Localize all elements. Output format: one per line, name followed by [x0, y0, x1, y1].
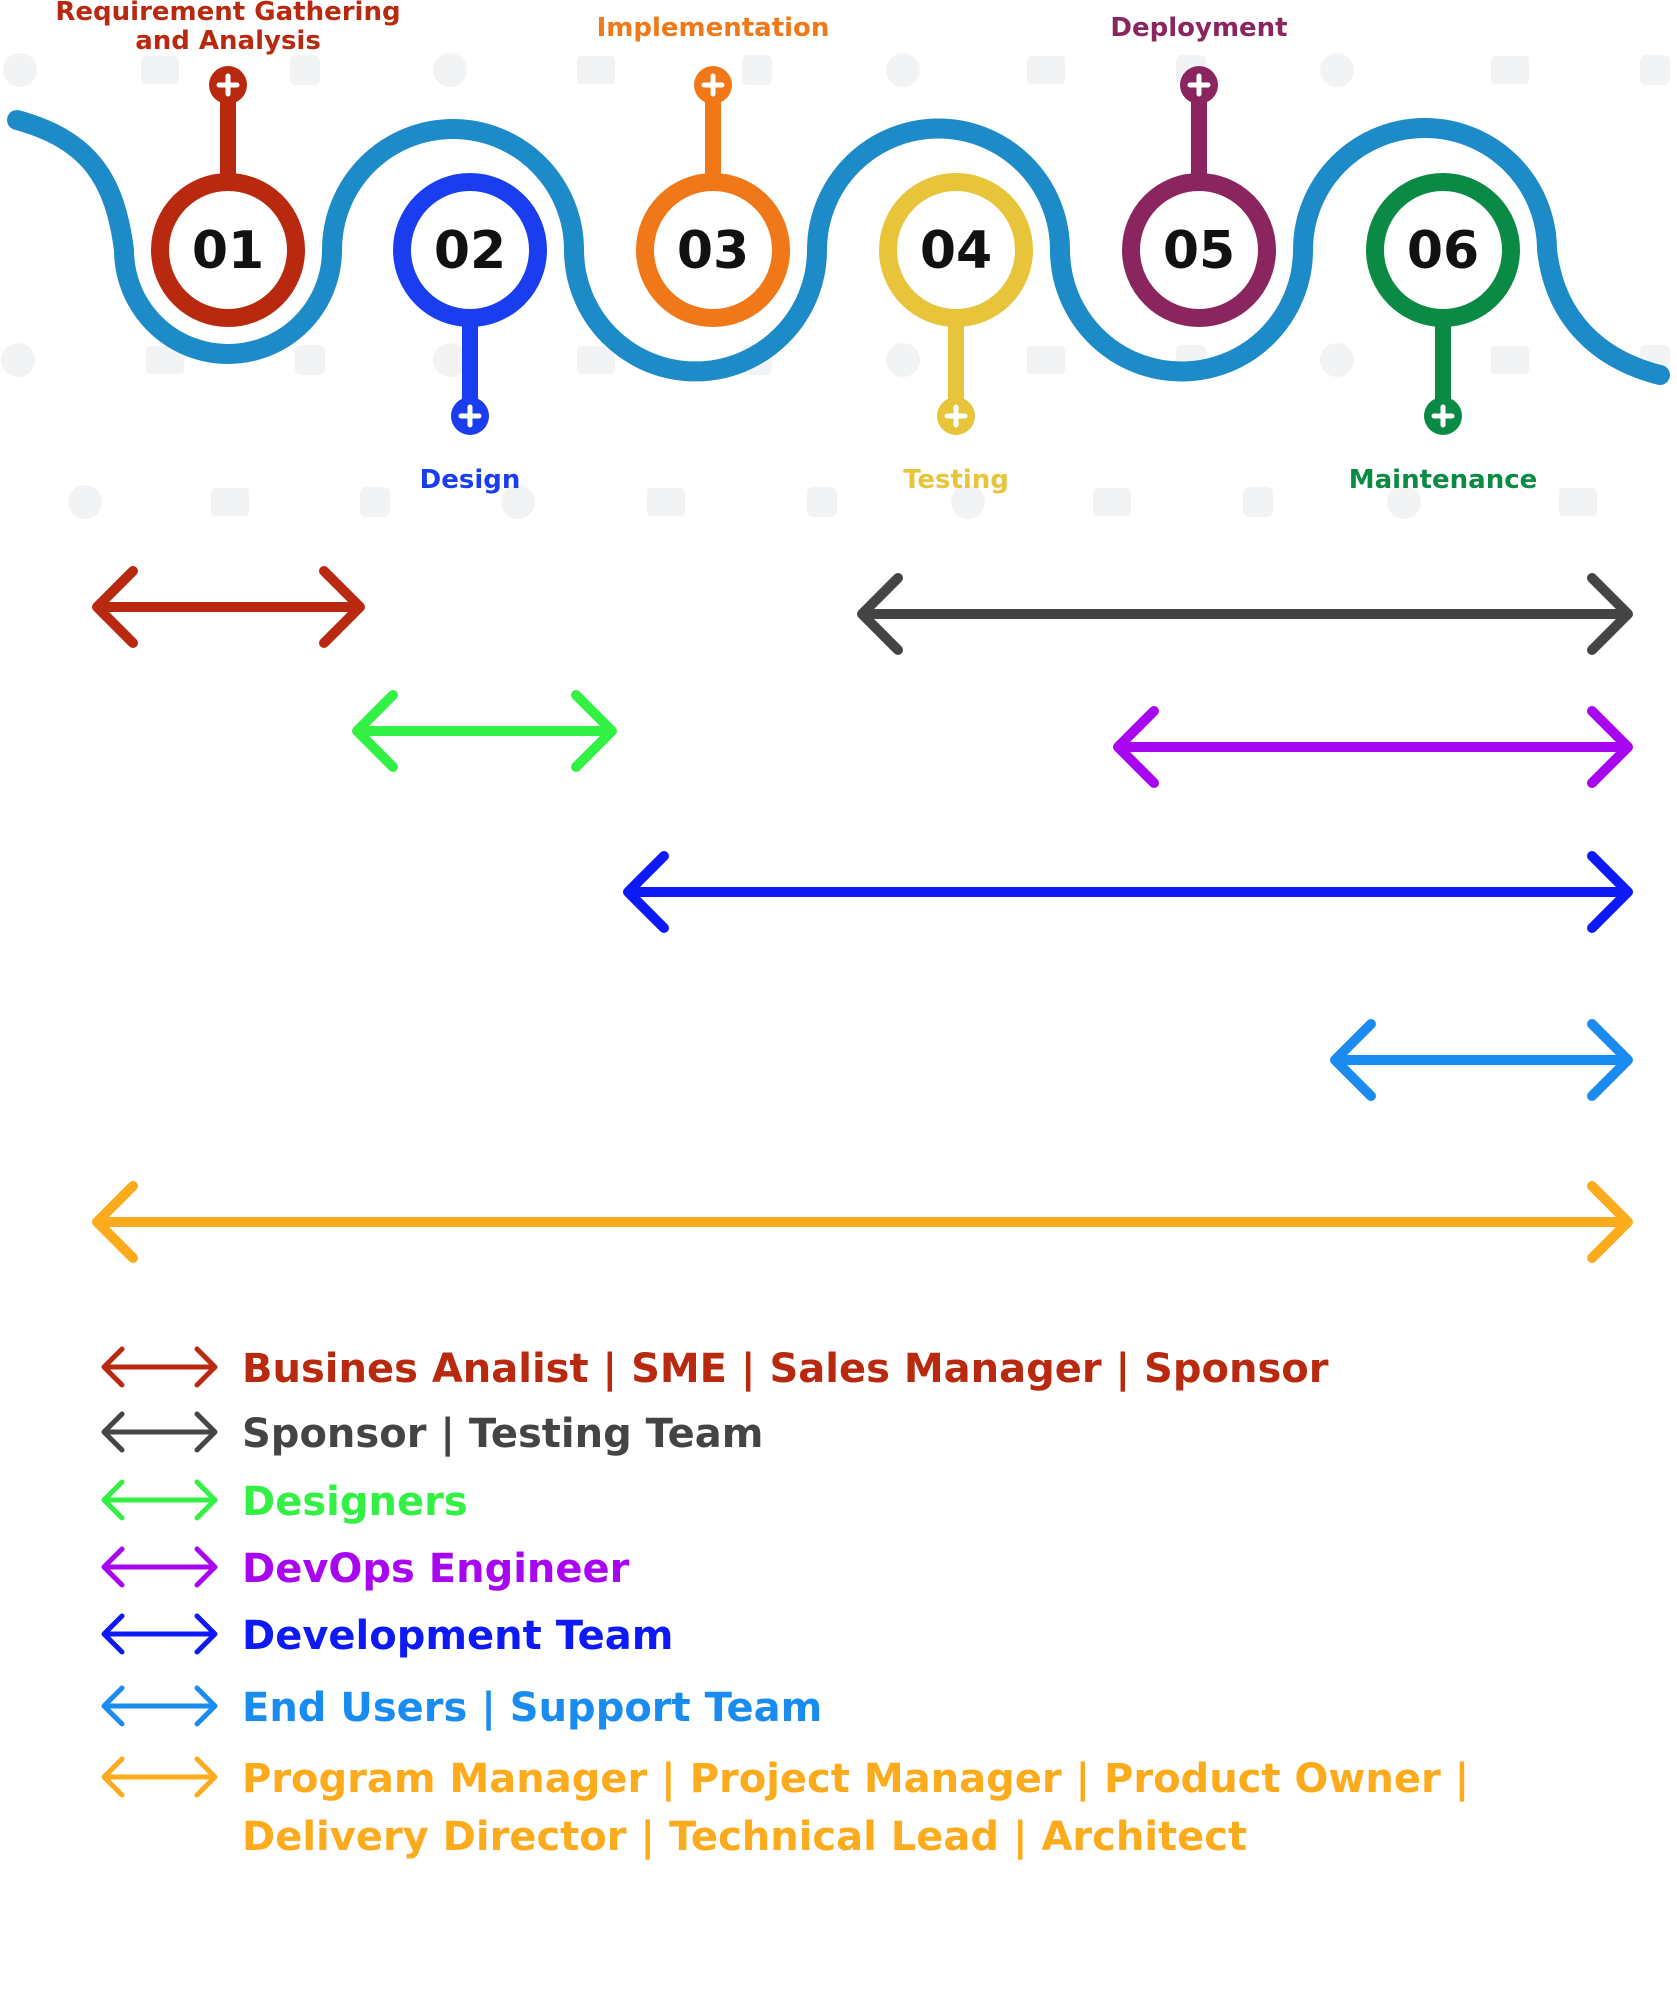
plus-icon-glyph — [1187, 73, 1211, 97]
stage-number: 04 — [920, 221, 992, 281]
stage-03: 03 Implementation — [597, 13, 830, 327]
legend-item: DevOps Engineer — [101, 1546, 630, 1592]
range-arrow — [92, 566, 365, 648]
legend-item: End Users | Support Team — [101, 1685, 822, 1732]
watermark-icon — [577, 56, 615, 84]
watermark-icon — [360, 487, 390, 517]
plus-icon-glyph — [458, 404, 482, 428]
legend-item: Development Team — [101, 1613, 673, 1659]
legend: Busines Analist | SME | Sales Manager | … — [101, 1346, 1469, 1861]
range-arrow — [1330, 1019, 1633, 1101]
watermark-icon — [886, 343, 920, 377]
watermark-icon — [1243, 487, 1273, 517]
legend-item: Sponsor | Testing Team — [101, 1411, 763, 1458]
stage-ring — [393, 173, 547, 327]
stage-label: Testing — [903, 465, 1009, 495]
legend-arrow — [101, 1756, 218, 1798]
stage-ring — [879, 173, 1033, 327]
watermark-icon — [1093, 488, 1131, 516]
plus-icon-glyph — [216, 73, 240, 97]
watermark-icon — [295, 345, 325, 375]
stage-number: 03 — [677, 221, 749, 281]
legend-label: Sponsor | Testing Team — [242, 1411, 763, 1458]
legend-label: Delivery Director | Technical Lead | Arc… — [242, 1814, 1247, 1861]
range-arrow — [92, 1181, 1633, 1263]
stage-label: Requirement Gathering — [55, 0, 400, 27]
range-arrow — [352, 690, 617, 772]
watermark-icon — [1027, 346, 1065, 374]
watermark-icon — [951, 485, 985, 519]
range-arrow — [1113, 706, 1633, 788]
legend-arrow — [101, 1613, 218, 1655]
stage-ring — [636, 173, 790, 327]
stage-ring — [1122, 173, 1276, 327]
stage-label: Maintenance — [1349, 465, 1538, 495]
watermark-icon — [68, 485, 102, 519]
plus-icon-glyph — [1431, 404, 1455, 428]
stage-label: Implementation — [597, 13, 830, 43]
stage-number: 01 — [192, 221, 264, 281]
legend-arrow — [101, 1546, 218, 1588]
watermark-icon — [886, 53, 920, 87]
watermark-icon — [433, 343, 467, 377]
legend-arrow — [101, 1685, 218, 1727]
watermark-icon — [433, 53, 467, 87]
legend-label: Designers — [242, 1479, 468, 1525]
legend-label: End Users | Support Team — [242, 1685, 822, 1732]
watermark-icon — [1320, 53, 1354, 87]
watermark-icon — [1491, 346, 1529, 374]
legend-label: Development Team — [242, 1613, 673, 1659]
watermark-icon — [211, 488, 249, 516]
watermark-icon — [577, 346, 615, 374]
legend-label: DevOps Engineer — [242, 1546, 630, 1592]
watermark-icon — [647, 488, 685, 516]
background-watermark-icons — [1, 53, 1670, 519]
watermark-icon — [1640, 55, 1670, 85]
stage-ring — [151, 173, 305, 327]
watermark-icon — [1320, 343, 1354, 377]
stage-ring — [1366, 173, 1520, 327]
watermark-icon — [742, 55, 772, 85]
legend-item: Busines Analist | SME | Sales Manager | … — [101, 1346, 1329, 1393]
stage-label: Design — [420, 465, 521, 495]
legend-item: Designers — [101, 1479, 468, 1525]
stage-number: 06 — [1407, 221, 1479, 281]
watermark-icon — [146, 346, 184, 374]
plus-icon-glyph — [701, 73, 725, 97]
legend-arrow — [101, 1479, 218, 1521]
watermark-icon — [3, 53, 37, 87]
legend-arrow — [101, 1411, 218, 1453]
legend-label: Program Manager | Project Manager | Prod… — [242, 1756, 1469, 1803]
stage-number: 05 — [1163, 221, 1235, 281]
stage-label: Deployment — [1110, 13, 1287, 43]
legend-arrow — [101, 1346, 218, 1388]
legend-label: Busines Analist | SME | Sales Manager | … — [242, 1346, 1329, 1393]
watermark-icon — [1387, 485, 1421, 519]
watermark-icon — [501, 485, 535, 519]
plus-icon-glyph — [944, 404, 968, 428]
watermark-icon — [1559, 488, 1597, 516]
stage-05: 05 Deployment — [1110, 13, 1288, 327]
watermark-icon — [807, 487, 837, 517]
watermark-icon — [1027, 56, 1065, 84]
range-arrow — [857, 573, 1633, 655]
range-arrow — [623, 851, 1633, 933]
watermark-icon — [1491, 56, 1529, 84]
watermark-icon — [141, 56, 179, 84]
watermark-icon — [1, 343, 35, 377]
stage-number: 02 — [434, 221, 506, 281]
legend-item: Program Manager | Project Manager | Prod… — [101, 1756, 1469, 1861]
stage-label: and Analysis — [135, 26, 321, 56]
watermark-icon — [290, 55, 320, 85]
role-range-arrows — [92, 566, 1633, 1263]
timeline-wave — [7, 110, 1670, 385]
